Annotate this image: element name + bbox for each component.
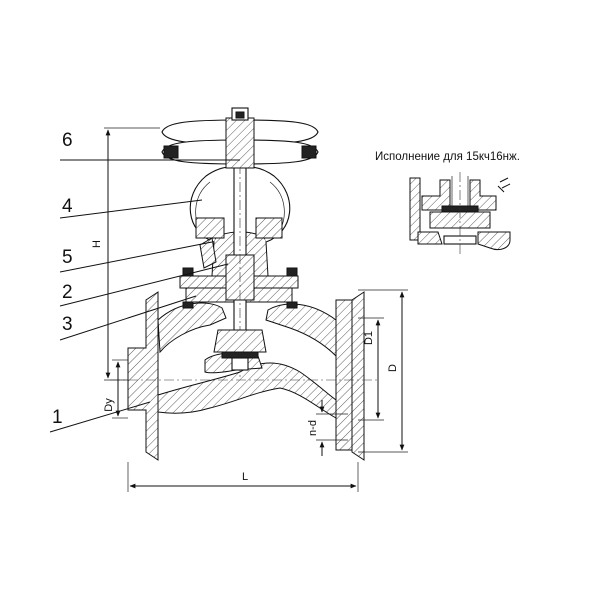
- callout-6: 6: [62, 130, 73, 151]
- dim-Dy-label: Dy: [103, 398, 115, 412]
- dim-H-label: H: [91, 240, 103, 248]
- callout-2: 2: [62, 282, 73, 303]
- handwheel: [161, 107, 319, 169]
- callouts: 6 4 5 2 3 1: [49, 130, 240, 433]
- callout-4: 4: [62, 196, 73, 217]
- yoke: [189, 166, 291, 269]
- dim-D1-label: D1: [363, 331, 375, 345]
- dim-D-label: D: [387, 364, 399, 372]
- inset-note: Исполнение для 15кч16нж.: [375, 151, 520, 163]
- callout-5: 5: [62, 247, 73, 268]
- dim-L-label: L: [242, 471, 248, 483]
- dim-nd-label: n-d: [307, 420, 319, 436]
- callout-3: 3: [62, 314, 73, 335]
- inset-detail: Исполнение для 15кч16нж.: [375, 151, 520, 254]
- disc: [213, 329, 267, 371]
- dimensions: H Dy L D1 D n-d: [91, 127, 408, 492]
- callout-1: 1: [52, 407, 63, 428]
